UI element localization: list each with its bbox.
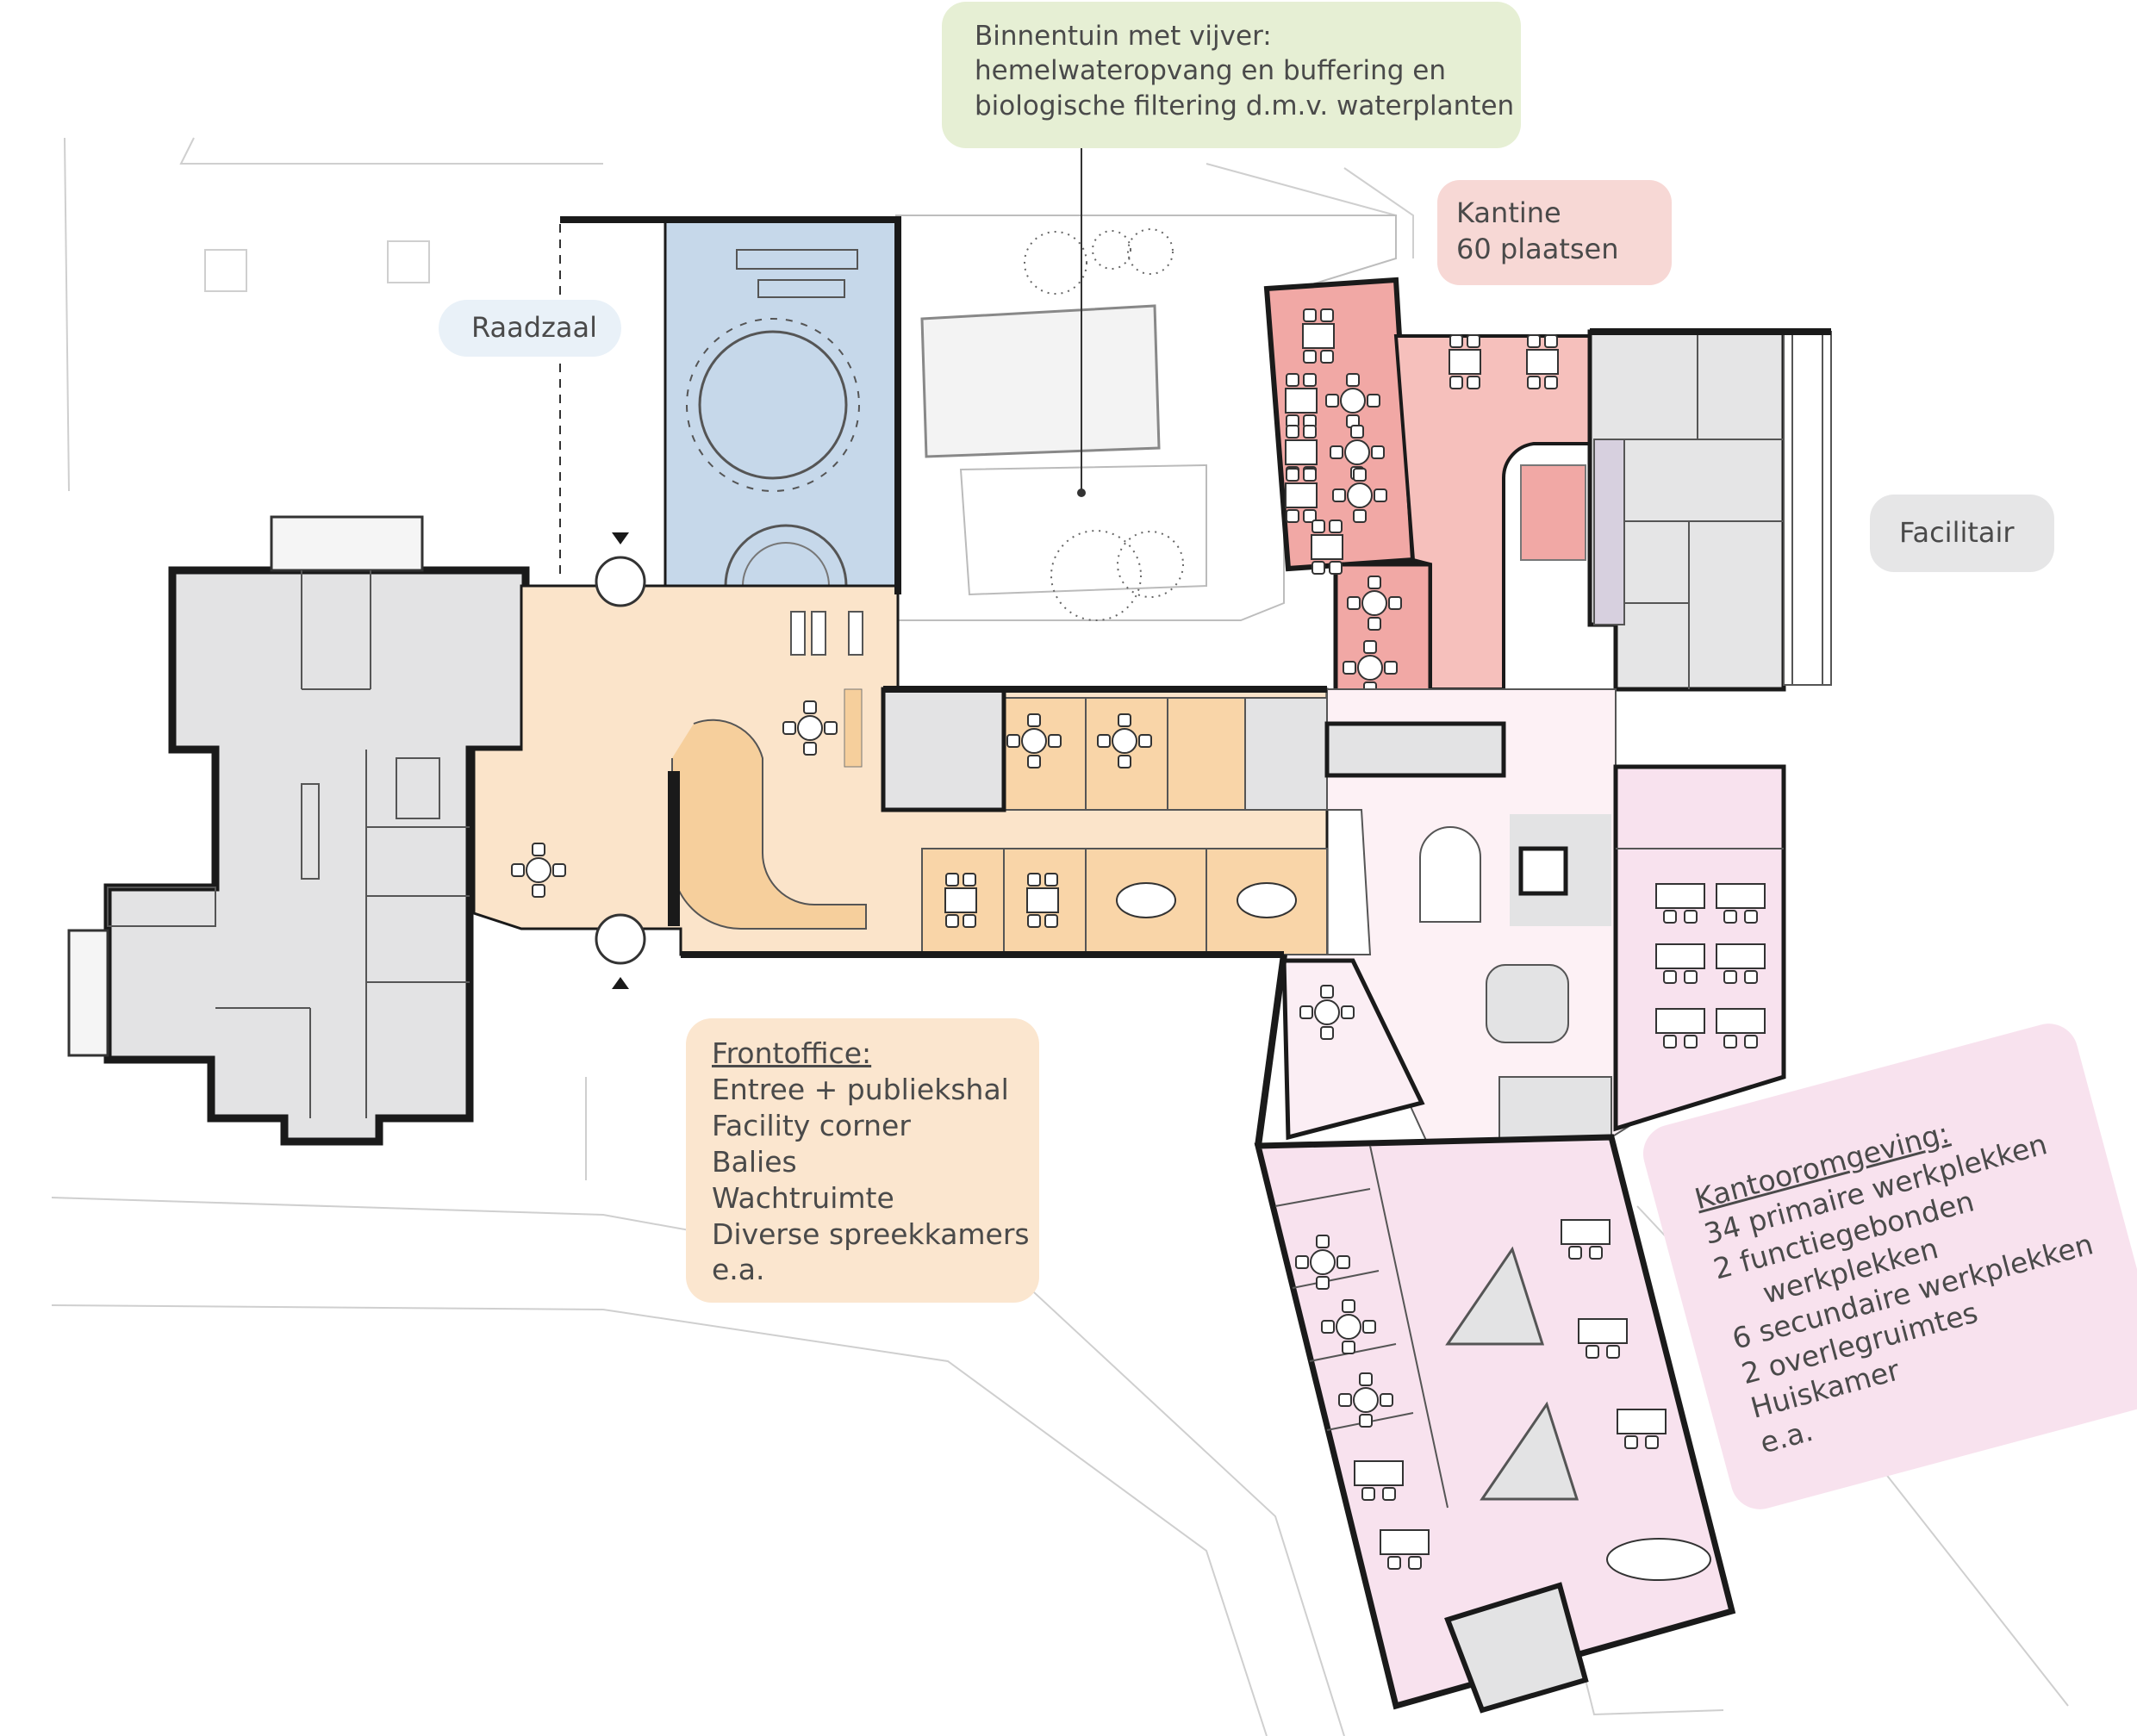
frontoffice-label-title: Frontoffice: [712, 1036, 872, 1070]
exterior-walls [681, 220, 1831, 1147]
raadzaal-room [559, 216, 901, 588]
frontoffice-label-item: Diverse spreekkamers [712, 1216, 1030, 1251]
frontoffice-label-item: Entree + publiekshal [712, 1072, 1009, 1106]
binnentuin-label-line: hemelwateropvang en buffering en [975, 55, 1446, 87]
frontoffice-label-item: Facility corner [712, 1108, 911, 1142]
binnentuin-label: Binnentuin met vijver: hemelwateropvang … [942, 2, 1521, 148]
frontoffice-label-item: Balies [712, 1144, 797, 1179]
kantine-label: Kantine 60 plaatsen [1437, 180, 1672, 285]
frontoffice-label: Frontoffice: Entree + publiekshal Facili… [686, 1018, 1039, 1303]
kantine-label-line: Kantine [1456, 196, 1561, 229]
kantooromgeving-area [1254, 764, 1786, 1714]
frontoffice-label-item: Wachtruimte [712, 1180, 894, 1215]
kantoor-hal [1283, 688, 1648, 1208]
frontoffice-label-item: e.a. [712, 1253, 765, 1287]
frontoffice-area [472, 532, 1329, 989]
raadzaal-label-text: Raadzaal [471, 311, 597, 344]
facilitair-label-text: Facilitair [1899, 516, 2015, 549]
kantine-label-line: 60 plaatsen [1456, 232, 1619, 265]
binnentuin-label-line: Binnentuin met vijver: [975, 21, 1272, 52]
facilitair-area [1587, 329, 1832, 692]
facilitair-label: Facilitair [1870, 495, 2054, 572]
binnentuin-label-line: biologische filtering d.m.v. waterplante… [975, 90, 1515, 121]
raadzaal-label: Raadzaal [439, 300, 621, 357]
oud-gebouw [67, 515, 530, 1146]
kantine-area [1263, 277, 1592, 718]
